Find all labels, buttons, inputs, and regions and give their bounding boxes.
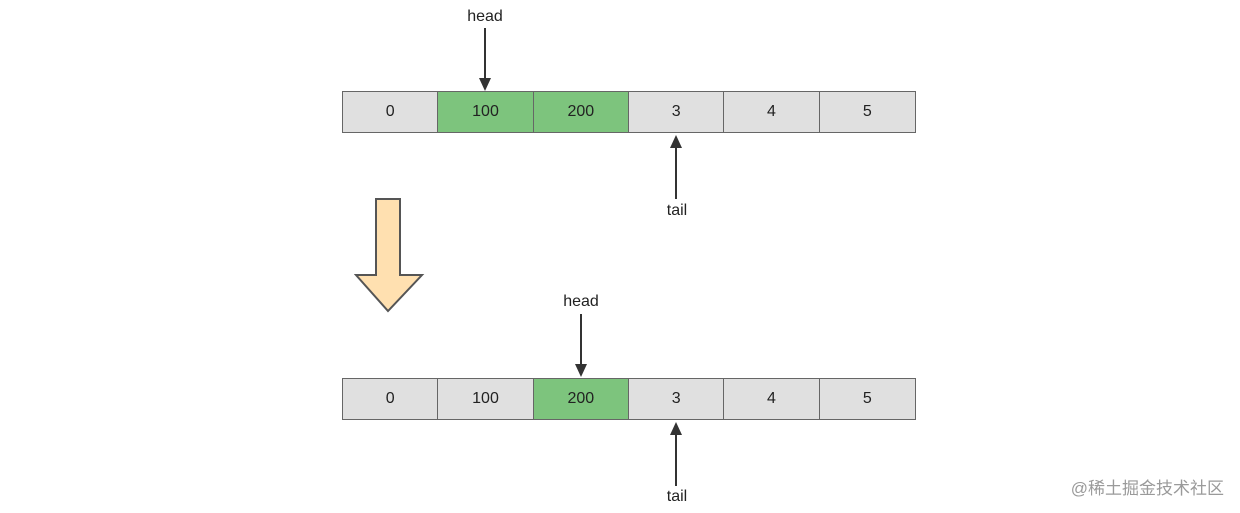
top-cell-0: 0 xyxy=(343,92,439,132)
bottom-cell-0: 0 xyxy=(343,379,439,419)
top-cell-1: 100 xyxy=(438,92,534,132)
top-head-label: head xyxy=(467,8,503,25)
bottom-cell-2: 200 xyxy=(533,379,629,419)
top-tail-label: tail xyxy=(666,202,688,219)
top-tail-arrow xyxy=(670,135,682,199)
bottom-head-arrow xyxy=(575,314,587,377)
bottom-cell-3: 3 xyxy=(628,379,725,419)
bottom-cell-5: 5 xyxy=(819,379,915,419)
bottom-tail-arrow xyxy=(670,422,682,486)
top-cell-2: 200 xyxy=(533,92,629,132)
top-cell-3: 3 xyxy=(628,92,725,132)
down-transition-arrow-icon xyxy=(354,198,425,313)
top-cell-5: 5 xyxy=(819,92,915,132)
top-cell-4: 4 xyxy=(724,92,820,132)
top-array: 0 100 200 3 4 5 xyxy=(342,91,916,133)
bottom-cell-1: 100 xyxy=(438,379,534,419)
bottom-cell-4: 4 xyxy=(724,379,820,419)
bottom-array: 0 100 200 3 4 5 xyxy=(342,378,916,420)
bottom-head-label: head xyxy=(563,293,599,310)
watermark: @稀土掘金技术社区 xyxy=(1070,479,1224,498)
bottom-tail-label: tail xyxy=(666,488,688,505)
top-head-arrow xyxy=(479,28,491,91)
